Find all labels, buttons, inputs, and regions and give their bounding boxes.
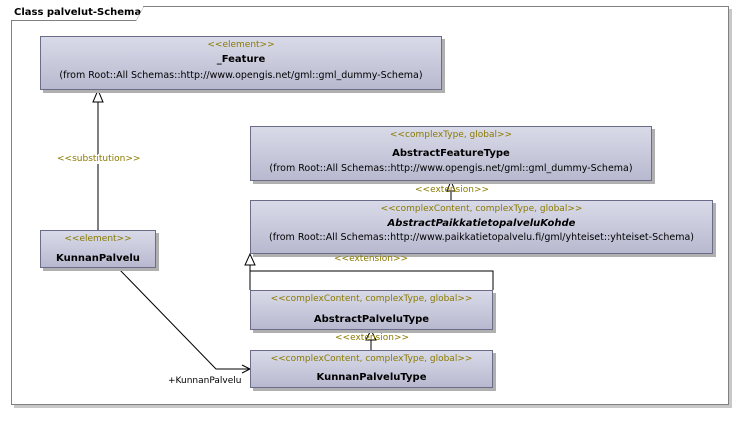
kunnan-palvelu-stereotype: <<element>>: [64, 234, 132, 244]
feature-name: _Feature: [216, 54, 266, 65]
abstract-palvelu-type-stereotype: <<complexContent, complexType, global>>: [270, 294, 473, 304]
association-line: [117, 267, 250, 370]
extension-line-2: [249, 270, 494, 290]
feature-from: (from Root::All Schemas::http://www.open…: [59, 70, 423, 81]
extension-label-3: <<extension>>: [335, 333, 410, 343]
feature-element-box[interactable]: <<element>> _Feature (from Root::All Sch…: [40, 36, 442, 90]
extension-label-1: <<extension>>: [415, 185, 490, 195]
abstract-feature-type-from: (from Root::All Schemas::http://www.open…: [269, 163, 633, 174]
abstract-feature-type-name: AbstractFeatureType: [392, 148, 510, 159]
kunnan-palvelu-type-name: KunnanPalveluType: [316, 372, 427, 383]
kunnan-palvelu-type-stereotype: <<complexContent, complexType, global>>: [270, 354, 473, 364]
extension-arrowhead-2: [244, 252, 256, 266]
diagram-title-corner: [136, 6, 144, 21]
substitution-label: <<substitution>>: [57, 154, 141, 164]
substitution-arrowhead: [92, 88, 104, 103]
abstract-feature-type-stereotype: <<complexType, global>>: [389, 130, 513, 140]
abstract-palvelu-type-name: AbstractPalveluType: [313, 314, 430, 325]
extension-arrowhead-3: [365, 328, 377, 341]
abstract-paikkatieto-name: AbstractPaikkatietopalveluKohde: [387, 218, 576, 229]
feature-stereotype: <<element>>: [207, 40, 275, 50]
kunnan-palvelu-name: KunnanPalvelu: [56, 253, 140, 264]
kunnan-palvelu-element-box[interactable]: <<element>> KunnanPalvelu: [40, 230, 156, 268]
abstract-paikkatieto-box[interactable]: <<complexContent, complexType, global>> …: [250, 200, 713, 254]
abstract-paikkatieto-stereotype: <<complexContent, complexType, global>>: [380, 204, 583, 214]
abstract-paikkatieto-from: (from Root::All Schemas::http://www.paik…: [269, 232, 694, 243]
extension-label-2: <<extension>>: [334, 254, 409, 264]
extension-arrowhead-1: [446, 179, 456, 192]
abstract-palvelu-type-box[interactable]: <<complexContent, complexType, global>> …: [250, 290, 493, 330]
kunnan-palvelu-type-box[interactable]: <<complexContent, complexType, global>> …: [250, 350, 493, 388]
abstract-feature-type-box[interactable]: <<complexType, global>> AbstractFeatureT…: [250, 126, 652, 181]
association-role-label: +KunnanPalvelu: [168, 376, 242, 386]
